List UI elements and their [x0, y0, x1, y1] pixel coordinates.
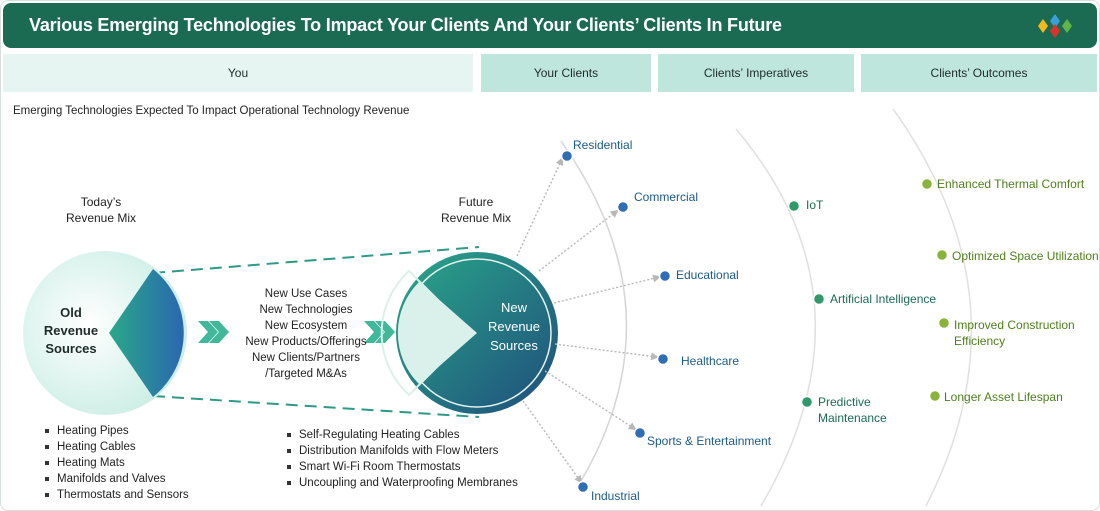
- todays-revenue-mix-label: Today’s Revenue Mix: [41, 194, 161, 226]
- list-item: Heating Mats: [43, 455, 189, 471]
- new-line1: New: [500, 300, 527, 315]
- tab-your-clients: Your Clients: [481, 54, 651, 92]
- new-revenue-wedge: [397, 282, 477, 384]
- client-sports-entertainment: Sports & Entertainment: [647, 434, 772, 448]
- transition-item: New Ecosystem: [264, 320, 348, 332]
- list-item: Manifolds and Valves: [43, 471, 189, 487]
- list-item: Heating Cables: [43, 439, 189, 455]
- todays-label-line1: Today’s: [80, 195, 122, 209]
- list-item: Uncoupling and Waterproofing Membranes: [285, 475, 518, 491]
- list-item: Thermostats and Sensors: [43, 487, 189, 503]
- transition-item: /Targeted M&As: [265, 368, 347, 380]
- dot-thermal: [920, 177, 934, 191]
- dot-sports: [633, 426, 647, 440]
- list-item: Smart Wi-Fi Room Thermostats: [285, 459, 518, 475]
- arrow-sports: [544, 370, 637, 431]
- outcome-asset-lifespan: Longer Asset Lifespan: [944, 390, 1063, 404]
- old-revenue-wedge: [109, 269, 184, 397]
- transition-item: New Products/Offerings: [245, 336, 367, 348]
- tab-you-label: You: [227, 66, 249, 80]
- arrow-commercial: [538, 209, 619, 272]
- section-subtitle: Emerging Technologies Expected To Impact…: [13, 105, 410, 117]
- brand-logo-icon: [1038, 14, 1072, 38]
- list-item: Self-Regulating Heating Cables: [285, 427, 518, 443]
- transition-drivers: New Use Cases New Technologies New Ecosy…: [223, 286, 389, 382]
- client-residential: Residential: [573, 138, 633, 152]
- dot-industrial: [576, 480, 590, 494]
- tab-you: You: [3, 54, 473, 92]
- outcome-construction-efficiency: Improved Construction Efficiency: [954, 317, 1075, 349]
- title-bar: Various Emerging Technologies To Impact …: [3, 3, 1097, 48]
- new-sources-list: Self-Regulating Heating Cables Distribut…: [285, 427, 518, 491]
- old-line1: Old: [60, 305, 82, 320]
- column-tabs: You Your Clients Clients’ Imperatives Cl…: [1, 54, 1099, 92]
- transition-item: New Clients/Partners: [251, 352, 360, 364]
- new-revenue-sources-label: New Revenue Sources: [479, 298, 549, 355]
- dot-commercial: [616, 200, 630, 214]
- dot-iot: [787, 199, 801, 213]
- imperative-predictive-line2: Maintenance: [818, 411, 887, 425]
- dot-lifespan: [928, 389, 942, 403]
- dot-construction: [937, 316, 951, 330]
- dot-educational: [658, 269, 672, 283]
- tab-clients-outcomes: Clients’ Outcomes: [861, 54, 1097, 92]
- connector-bottom: [152, 395, 480, 418]
- old-revenue-sources-label: Old Revenue Sources: [31, 304, 111, 358]
- transition-item: New Technologies: [259, 304, 353, 316]
- new-line2: Revenue: [487, 319, 541, 334]
- imperative-ai: Artificial Intelligence: [830, 292, 937, 306]
- arrow-residential: [516, 157, 564, 257]
- arrow-industrial: [522, 400, 583, 484]
- old-sources-list: Heating Pipes Heating Cables Heating Mat…: [43, 423, 189, 503]
- outcome-space-utilization: Optimized Space Utilization: [952, 249, 1099, 263]
- imperative-predictive-line1: Predictive: [818, 395, 871, 409]
- old-line2: Revenue: [43, 323, 99, 338]
- tab-imperatives-label: Clients’ Imperatives: [703, 66, 809, 80]
- todays-label-line2: Revenue Mix: [65, 211, 137, 225]
- dot-predictive: [800, 395, 814, 409]
- imperative-iot: IoT: [806, 198, 824, 212]
- old-line3: Sources: [45, 341, 97, 356]
- page-title: Various Emerging Technologies To Impact …: [29, 15, 782, 35]
- arrow-educational: [553, 274, 661, 304]
- future-label-line1: Future: [458, 195, 494, 209]
- client-industrial: Industrial: [591, 489, 640, 503]
- list-item: Heating Pipes: [43, 423, 189, 439]
- dot-residential: [560, 149, 574, 163]
- connector-top: [152, 246, 480, 274]
- client-educational: Educational: [676, 268, 739, 282]
- client-healthcare: Healthcare: [681, 354, 740, 368]
- tab-clients-imperatives: Clients’ Imperatives: [658, 54, 854, 92]
- future-label-line2: Revenue Mix: [440, 211, 512, 225]
- tab-outcomes-label: Clients’ Outcomes: [930, 66, 1028, 80]
- outcome-thermal-comfort: Enhanced Thermal Comfort: [937, 177, 1085, 191]
- dot-ai: [812, 292, 826, 306]
- future-revenue-mix-label: Future Revenue Mix: [416, 194, 536, 226]
- imperative-predictive-maintenance: Predictive Maintenance: [818, 394, 887, 426]
- new-line3: Sources: [490, 338, 538, 353]
- tab-your-clients-label: Your Clients: [533, 66, 599, 80]
- dot-healthcare: [656, 352, 670, 366]
- clients-arc: [560, 140, 628, 482]
- imperatives-arc: [735, 128, 816, 507]
- outcome-construction-line1: Improved Construction: [954, 318, 1075, 332]
- client-commercial: Commercial: [634, 190, 699, 204]
- transition-item: New Use Cases: [264, 288, 348, 300]
- arrow-healthcare: [554, 343, 659, 361]
- outcome-construction-line2: Efficiency: [954, 334, 1006, 348]
- dot-space: [935, 248, 949, 262]
- outcomes-arc: [892, 108, 972, 507]
- list-item: Distribution Manifolds with Flow Meters: [285, 443, 518, 459]
- chevron-icon-right: [364, 321, 395, 343]
- chevron-icon-left: [198, 321, 229, 343]
